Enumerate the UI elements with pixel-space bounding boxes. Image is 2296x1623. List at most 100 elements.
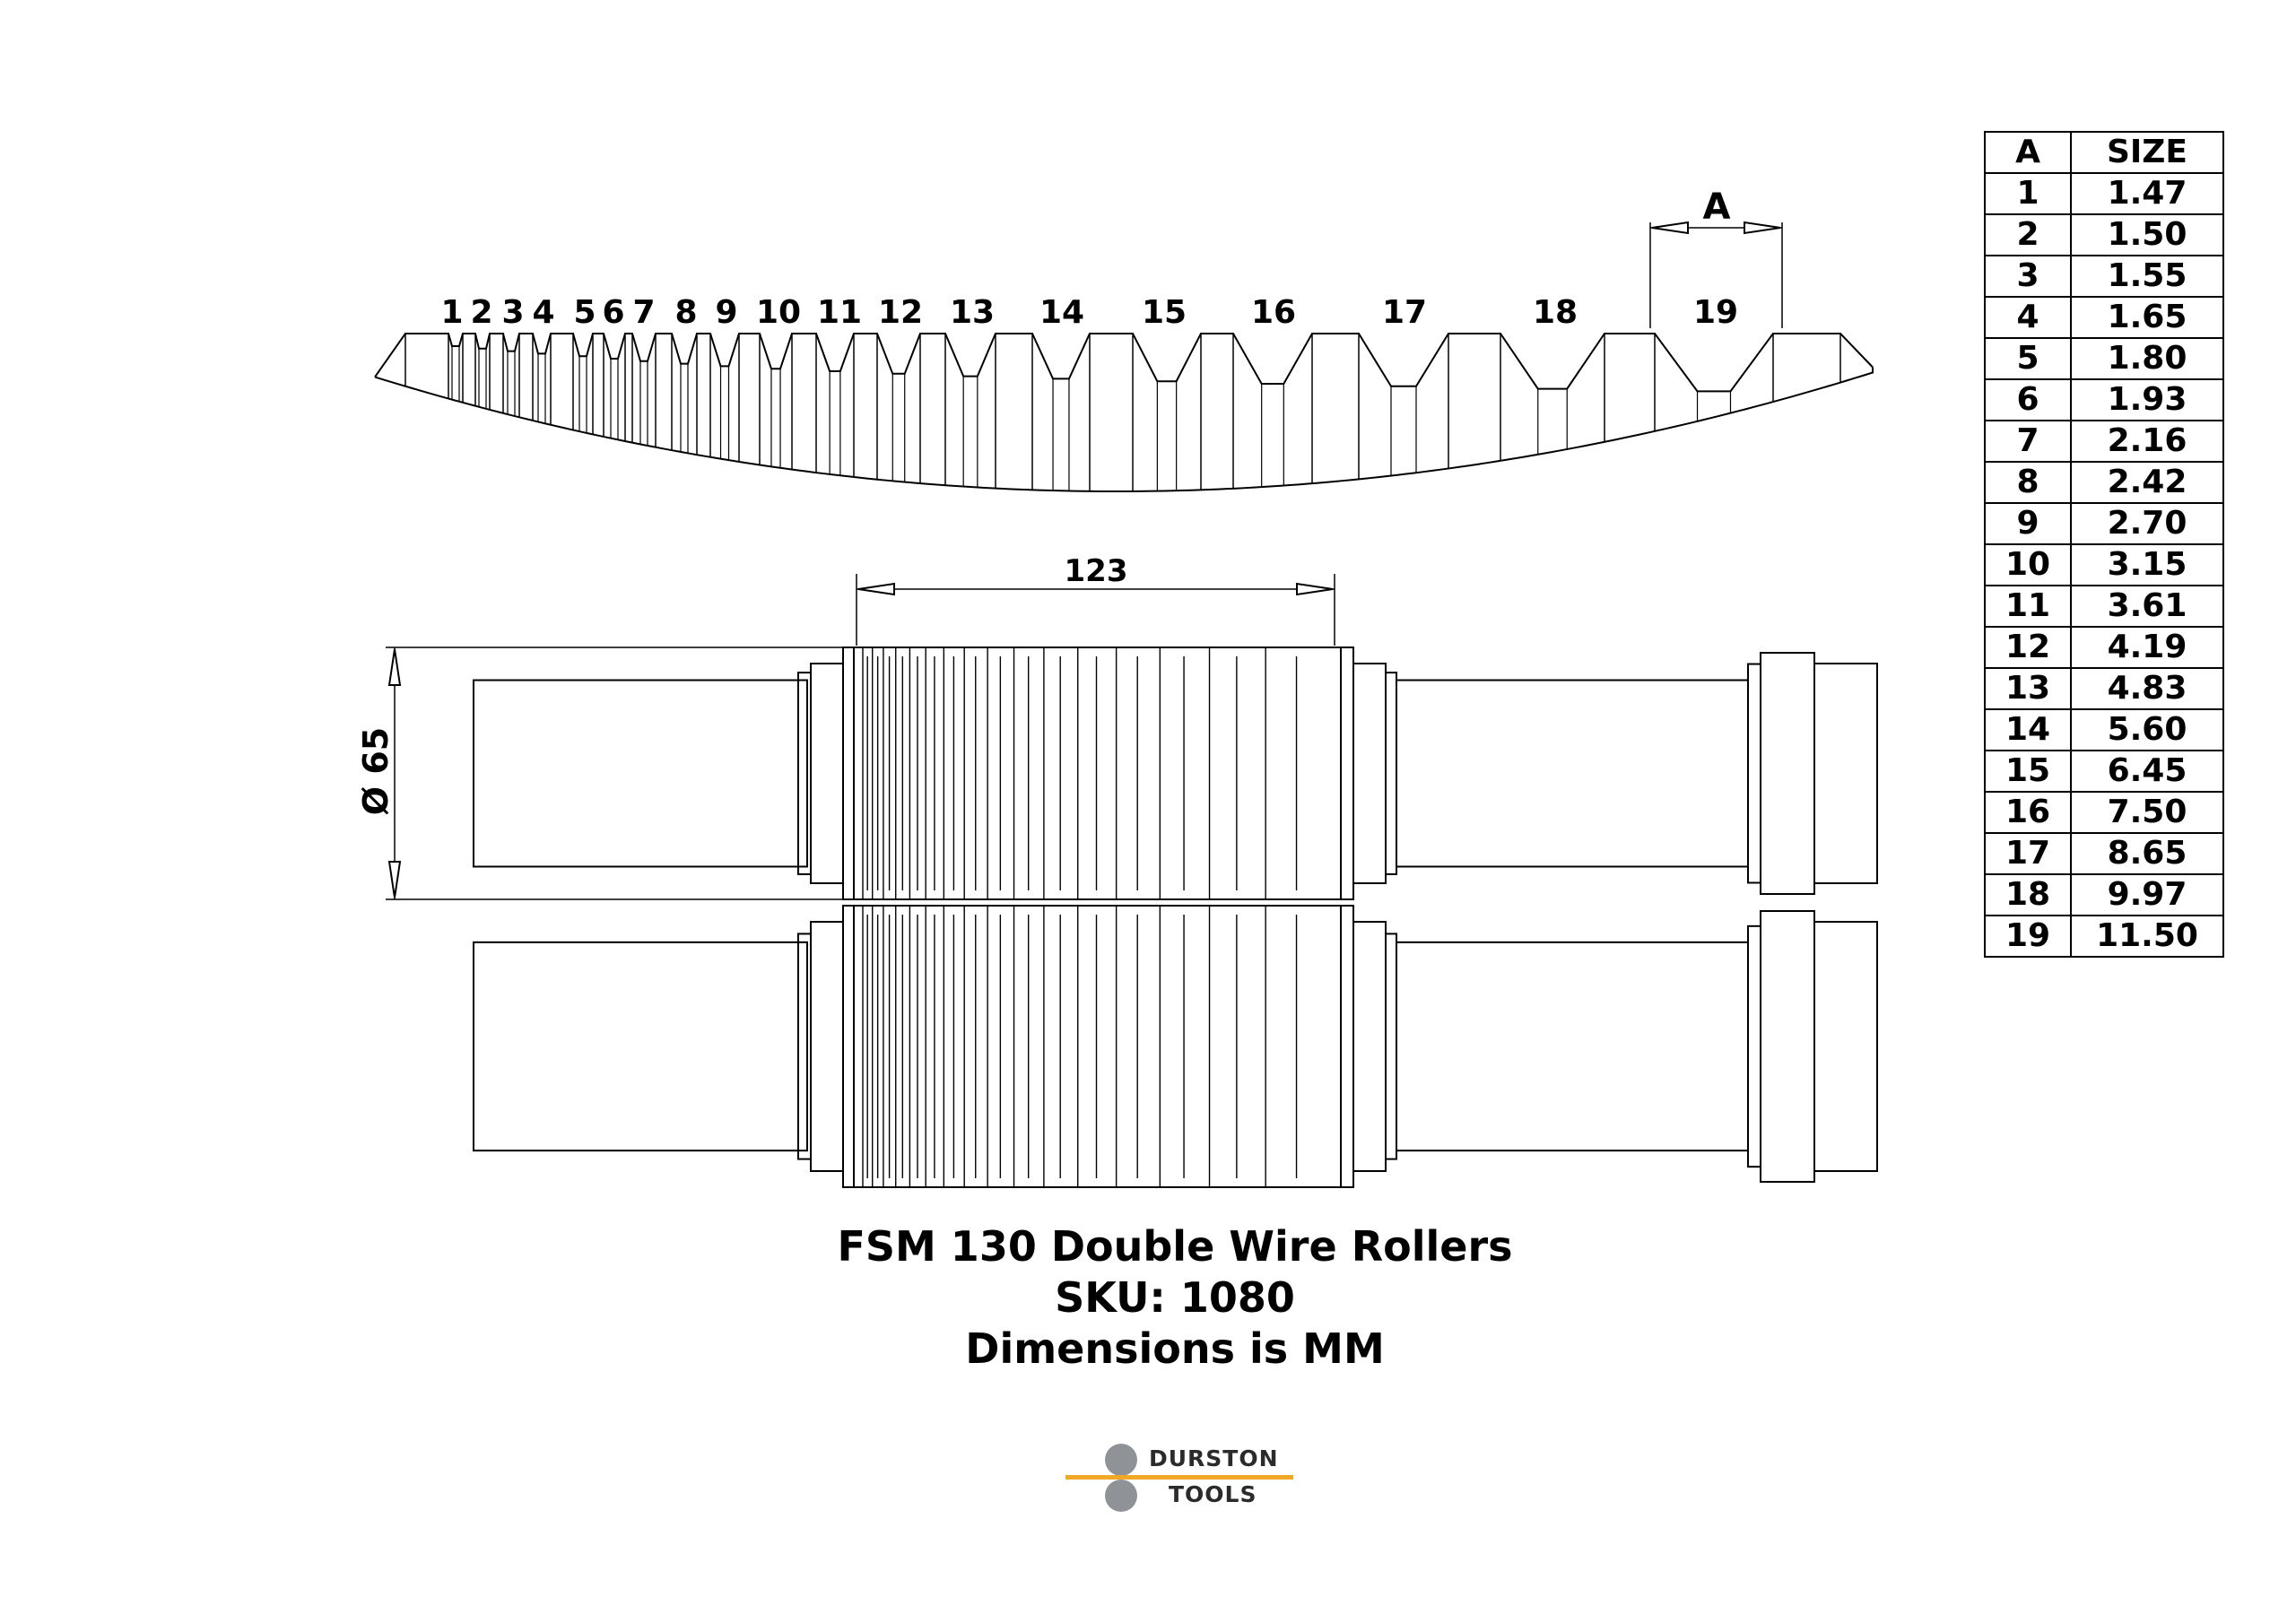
cell-a: 17 [1984, 832, 2072, 875]
roller-bottom [473, 905, 1878, 1188]
profile-bottom-arc [374, 367, 1874, 492]
cell-size: 3.15 [2070, 543, 2224, 586]
right-shaft [1396, 941, 1749, 1152]
cell-size: 1.80 [2070, 337, 2224, 380]
cell-a: 16 [1984, 791, 2072, 834]
left-flange [842, 647, 855, 900]
durston-tools-logo: DURSTON TOOLS [1065, 1444, 1293, 1512]
left-collar [810, 663, 844, 884]
drive-tip [1813, 921, 1878, 1172]
logo-text-bottom: TOOLS [1169, 1481, 1257, 1507]
profile-top-outline [374, 333, 1874, 393]
groove-label: 19 [1693, 294, 1738, 331]
right-collar [1352, 921, 1387, 1172]
groove-label: 9 [715, 294, 737, 331]
cell-size: 8.65 [2070, 832, 2224, 875]
cell-a: 4 [1984, 296, 2072, 339]
logo-text-top: DURSTON [1149, 1445, 1279, 1471]
left-step [797, 933, 812, 1160]
cell-a: 6 [1984, 378, 2072, 421]
cell-a: 1 [1984, 172, 2072, 215]
cell-size: 5.60 [2070, 708, 2224, 751]
groove-label: 18 [1533, 294, 1578, 331]
cell-a: 10 [1984, 543, 2072, 586]
left-shaft [473, 679, 808, 868]
cell-size: 4.83 [2070, 667, 2224, 710]
cell-size: 6.45 [2070, 750, 2224, 793]
dim-dia-arrow-up [387, 648, 402, 686]
cell-a: 12 [1984, 626, 2072, 669]
drive-tip [1813, 663, 1878, 884]
size-table-header: A SIZE [1984, 131, 2224, 174]
right-flange [1340, 905, 1354, 1188]
cell-size: 2.42 [2070, 461, 2224, 504]
right-shoulder [1747, 924, 1761, 1168]
right-flange [1340, 647, 1354, 900]
left-shaft [473, 941, 808, 1152]
roller-top [473, 647, 1878, 900]
left-collar [810, 921, 844, 1172]
groove-label: 16 [1251, 294, 1296, 331]
header-a: A [1984, 131, 2072, 174]
caption-units: Dimensions is MM [965, 1324, 1385, 1373]
groove-label: 2 [470, 294, 492, 331]
caption-title: FSM 130 Double Wire Rollers [837, 1222, 1513, 1271]
groove-label: 8 [674, 294, 697, 331]
dim-a-label: A [1703, 187, 1731, 228]
cell-a: 9 [1984, 502, 2072, 545]
cell-a: 5 [1984, 337, 2072, 380]
logo-line [1065, 1475, 1293, 1480]
cell-size: 11.50 [2070, 915, 2224, 958]
groove-label: 10 [756, 294, 801, 331]
right-collar [1352, 663, 1387, 884]
dimension-a: A [1649, 187, 1783, 328]
left-step [797, 672, 812, 875]
right-step [1385, 672, 1397, 875]
right-step [1385, 933, 1397, 1160]
cell-size: 1.50 [2070, 213, 2224, 256]
groove-profile-view [374, 333, 1874, 492]
cell-a: 13 [1984, 667, 2072, 710]
groove-label: 13 [950, 294, 995, 331]
logo-roller-bottom-icon [1105, 1480, 1137, 1512]
caption-sku: SKU: 1080 [1055, 1273, 1295, 1322]
dim-dia-label: Ø 65 [356, 727, 396, 815]
dim-dia-arrow-down [387, 861, 402, 898]
dim-a-arrow-right [1744, 221, 1781, 235]
cell-size: 1.93 [2070, 378, 2224, 421]
cell-size: 2.70 [2070, 502, 2224, 545]
groove-label: 5 [573, 294, 596, 331]
cell-a: 11 [1984, 585, 2072, 628]
dim-length-arrow-right [1296, 582, 1334, 596]
dim-a-arrow-left [1651, 221, 1689, 235]
cell-size: 1.65 [2070, 296, 2224, 339]
drive-end [1760, 652, 1815, 895]
caption: FSM 130 Double Wire Rollers SKU: 1080 Di… [0, 1221, 2296, 1375]
header-size: SIZE [2070, 131, 2224, 174]
cell-a: 8 [1984, 461, 2072, 504]
cell-size: 2.16 [2070, 420, 2224, 463]
right-shoulder [1747, 663, 1761, 884]
cell-size: 1.47 [2070, 172, 2224, 215]
cell-a: 14 [1984, 708, 2072, 751]
